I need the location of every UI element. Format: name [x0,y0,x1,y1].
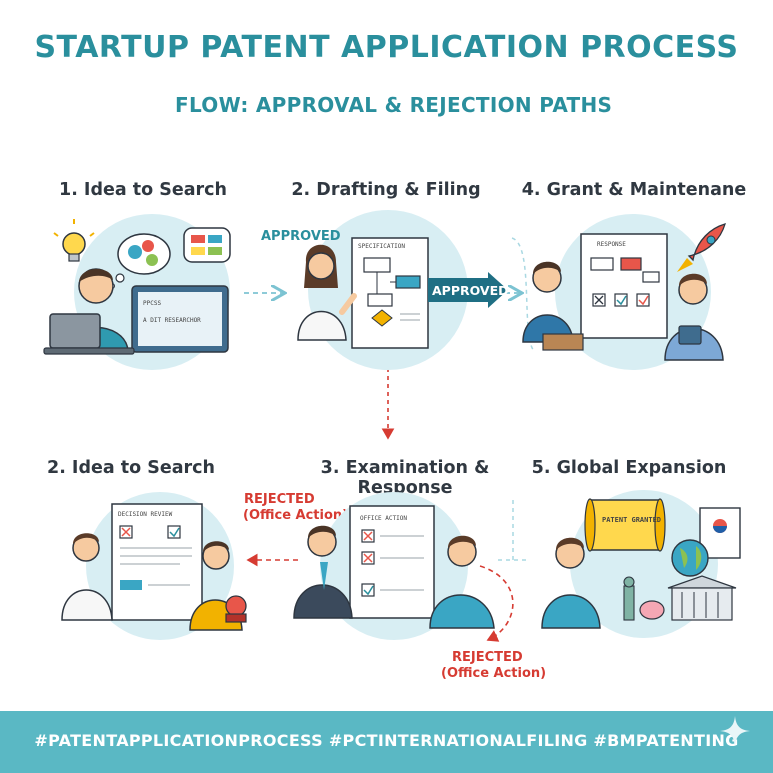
rejected-sublabel-bottom: (Office Action) [441,666,546,682]
patent-scroll-icon: PATENT GRANTED [585,499,665,551]
response-doc-title: RESPONSE [597,241,626,248]
screen-top-text: PPCSS [143,300,161,307]
stamp-icon [226,596,246,622]
sparkle-icon [718,714,752,748]
illustration-idea-search: PPCSS A DIT RESEARCHOR [40,210,245,370]
office-action-title: OFFICE ACTION [360,515,407,522]
approved-label: APPROVED [261,229,341,245]
piggy-bank-icon [640,601,664,619]
rejected-label-bottom: REJECTED [452,650,523,666]
patent-granted-text: PATENT GRANTED [602,516,661,524]
decision-doc-title: DECISION REVIEW [118,511,173,518]
spec-doc-title: SPECIFICATION [358,243,405,250]
footer-hashtags: #PATENTAPPLICATIONPROCESS #PCTINTERNATIO… [0,731,773,750]
illustration-examination-response: OFFICE ACTION [290,490,500,640]
illustration-global-expansion: PATENT GRANTED [540,488,750,638]
chat-bubble-icon [184,228,230,262]
illustration-decision-review: DECISION REVIEW [60,490,260,640]
globe-icon [672,540,708,576]
statue-of-liberty-icon [624,577,634,620]
illustration-grant-maintenance: RESPONSE [515,210,735,375]
screen-text: A DIT RESEARCHOR [143,317,201,324]
approved-arrow-label: APPROVED [432,283,502,298]
